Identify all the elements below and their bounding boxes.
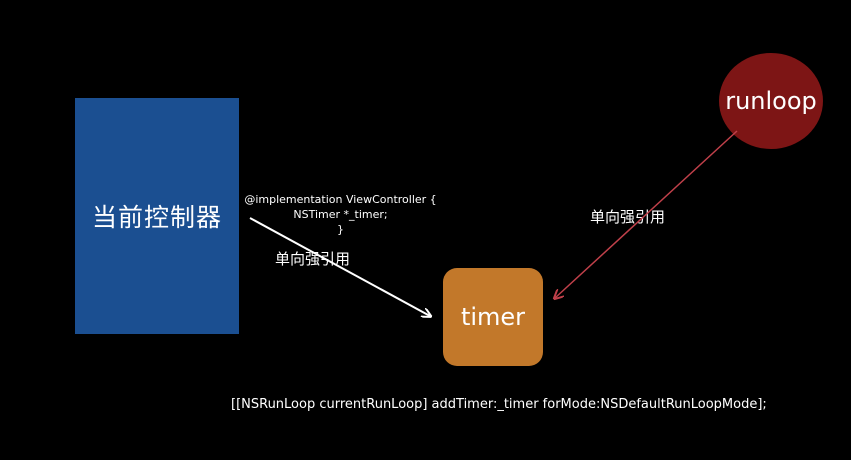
code-line-2: NSTimer *_timer; [293, 208, 388, 221]
timer-node: timer [443, 268, 543, 366]
runloop-label: runloop [725, 87, 817, 115]
code-snippet: @implementation ViewController { NSTimer… [238, 192, 443, 237]
edge-label-runloop-timer: 单向强引用 [590, 208, 666, 226]
footer-code: [[NSRunLoop currentRunLoop] addTimer:_ti… [231, 397, 767, 412]
arrow-controller-to-timer [249, 217, 430, 316]
controller-node: 当前控制器 [75, 98, 239, 334]
controller-label: 当前控制器 [91, 203, 222, 232]
timer-label: timer [460, 303, 526, 331]
code-line-1: @implementation ViewController { [244, 193, 437, 206]
arrow-runloop-to-timer [555, 130, 738, 298]
runloop-node: runloop [719, 53, 823, 149]
edge-label-controller-timer: 单向强引用 [275, 250, 351, 268]
code-line-3: } [337, 223, 344, 236]
